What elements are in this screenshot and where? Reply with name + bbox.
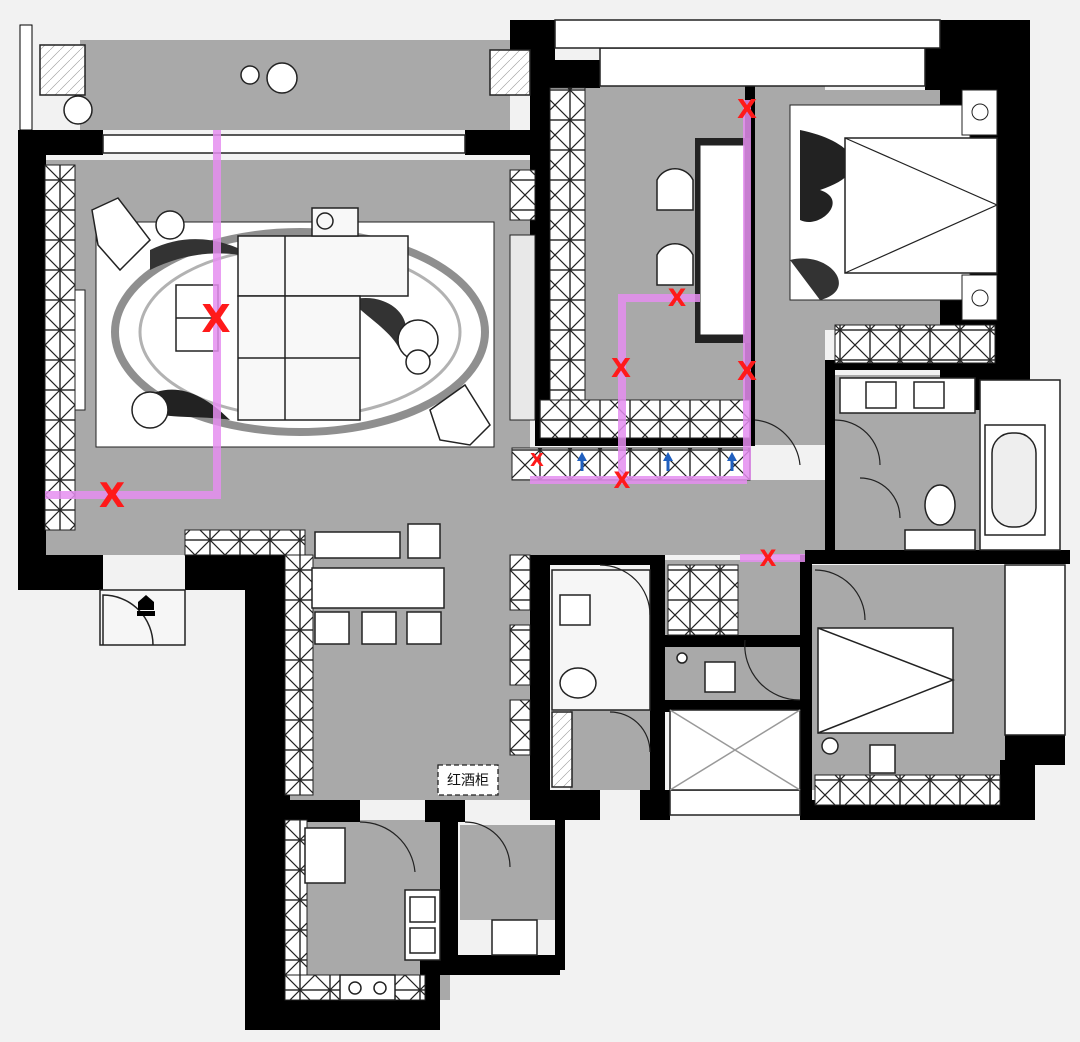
sofa bbox=[237, 207, 409, 421]
up-arrow-icon bbox=[663, 452, 673, 471]
kitchen-fixtures bbox=[304, 827, 538, 1001]
removed-mark: X bbox=[611, 354, 631, 384]
guest-bed bbox=[817, 627, 956, 774]
lounge-chairs bbox=[91, 197, 491, 446]
removed-mark: X bbox=[530, 450, 544, 471]
dining-set bbox=[311, 523, 445, 645]
windows bbox=[99, 19, 1066, 816]
cabinets bbox=[44, 87, 1001, 1001]
removed-mark: X bbox=[737, 95, 757, 125]
wine-cabinet: 红酒柜 bbox=[437, 764, 499, 796]
removed-mark: X bbox=[737, 357, 757, 387]
balcony-items bbox=[39, 44, 531, 125]
removed-mark: X bbox=[201, 297, 230, 341]
guest-bath-fixtures bbox=[551, 569, 801, 791]
study-chairs bbox=[656, 168, 694, 286]
up-arrow-icon bbox=[577, 452, 587, 471]
wine-cabinet-label: 红酒柜 bbox=[447, 773, 489, 789]
master-bath-fixtures bbox=[839, 377, 1046, 551]
master-bed bbox=[789, 89, 999, 321]
removed-mark: X bbox=[668, 284, 687, 312]
removed-mark: X bbox=[760, 547, 777, 572]
side-table bbox=[131, 210, 439, 429]
up-arrow-icon bbox=[727, 452, 737, 471]
house-icon bbox=[138, 595, 154, 610]
removed-markers: X X X X X X X X X bbox=[99, 95, 777, 572]
pipe-routes bbox=[45, 100, 805, 562]
entrance[interactable] bbox=[102, 594, 155, 646]
walls bbox=[18, 20, 1070, 1030]
removed-mark: X bbox=[99, 476, 125, 516]
vent-arrows bbox=[577, 452, 737, 471]
door-swings bbox=[359, 419, 901, 873]
removed-mark: X bbox=[614, 469, 631, 494]
